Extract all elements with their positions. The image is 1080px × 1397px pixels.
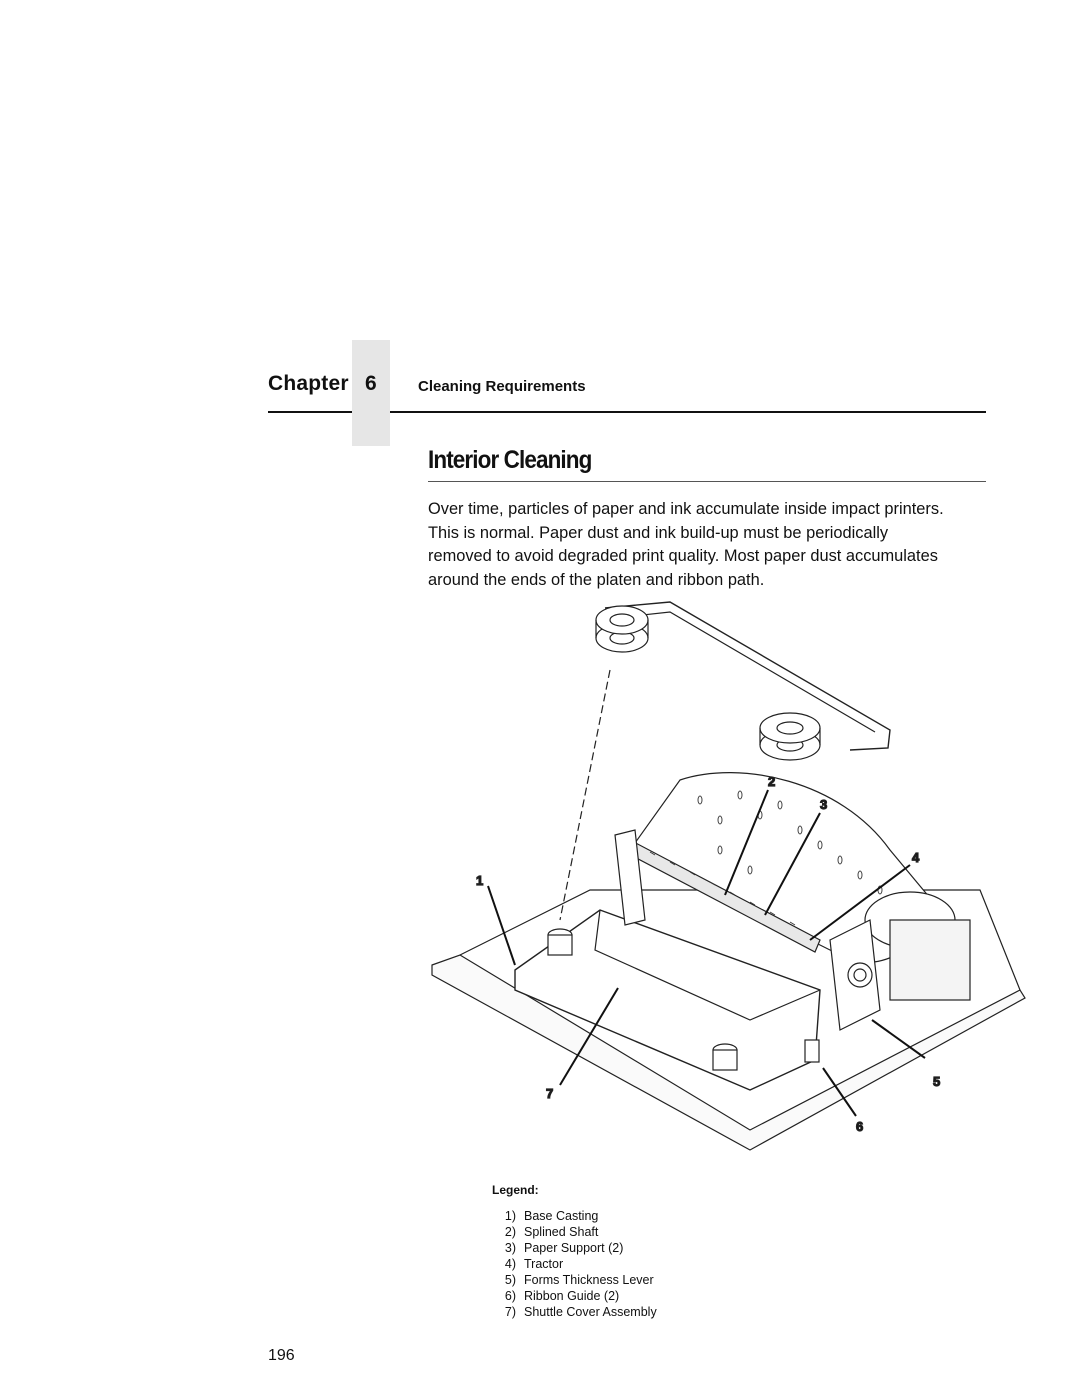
- legend-number: 7): [504, 1305, 516, 1319]
- legend-label: Shuttle Cover Assembly: [524, 1305, 657, 1319]
- chapter-number: 6: [365, 372, 377, 395]
- callout-4: 4: [912, 850, 920, 865]
- legend-number: 6): [504, 1289, 516, 1303]
- header-rule-right: [390, 411, 986, 413]
- callout-2: 2: [768, 774, 775, 789]
- body-paragraph: Over time, particles of paper and ink ac…: [428, 498, 988, 592]
- legend-number: 1): [504, 1209, 516, 1223]
- printer-interior-illustration: 1 2 3 4 5 6 7: [431, 601, 1026, 1151]
- legend-item: 3) Paper Support (2): [492, 1240, 657, 1256]
- section-heading: Cleaning Requirements: [418, 378, 586, 395]
- callout-7: 7: [546, 1086, 553, 1101]
- mount-post-right-icon: [712, 1043, 738, 1071]
- header-rule-left: [268, 411, 352, 413]
- legend-number: 3): [504, 1241, 516, 1255]
- adjustment-knob-icon: [847, 962, 873, 988]
- mount-post-left-icon: [547, 928, 573, 956]
- chapter-tab: [352, 340, 390, 446]
- legend-number: 5): [504, 1273, 516, 1287]
- ribbon-spool-lower-icon: [759, 712, 821, 761]
- chapter-label: Chapter: [268, 372, 349, 395]
- figure-legend: Legend: 1) Base Casting 2) Splined Shaft…: [492, 1182, 657, 1320]
- callout-3: 3: [820, 797, 827, 812]
- legend-label: Paper Support (2): [524, 1241, 624, 1255]
- ribbon-spool-upper-icon: [595, 605, 649, 653]
- legend-item: 6) Ribbon Guide (2): [492, 1288, 657, 1304]
- page-title: Interior Cleaning: [428, 446, 592, 474]
- legend-number: 2): [504, 1225, 516, 1239]
- callout-5: 5: [933, 1074, 940, 1089]
- legend-number: 4): [504, 1257, 516, 1271]
- legend-item: 4) Tractor: [492, 1256, 657, 1272]
- body-line: around the ends of the platen and ribbon…: [428, 570, 765, 589]
- title-rule: [428, 481, 986, 482]
- legend-item: 7) Shuttle Cover Assembly: [492, 1304, 657, 1320]
- body-line: Over time, particles of paper and ink ac…: [428, 500, 944, 518]
- body-line: removed to avoid degraded print quality.…: [428, 547, 938, 565]
- legend-title: Legend:: [492, 1183, 539, 1197]
- legend-item: 1) Base Casting: [492, 1208, 657, 1224]
- body-line: This is normal. Paper dust and ink build…: [428, 523, 889, 542]
- legend-label: Ribbon Guide (2): [524, 1289, 620, 1303]
- page-number: 196: [268, 1347, 295, 1364]
- legend-label: Base Casting: [524, 1209, 599, 1223]
- legend-item: 2) Splined Shaft: [492, 1224, 657, 1240]
- legend-item: 5) Forms Thickness Lever: [492, 1272, 657, 1288]
- callout-1: 1: [476, 873, 483, 888]
- legend-label: Tractor: [524, 1257, 564, 1271]
- legend-label: Forms Thickness Lever: [524, 1273, 654, 1287]
- callout-6: 6: [856, 1119, 863, 1134]
- legend-label: Splined Shaft: [524, 1225, 599, 1239]
